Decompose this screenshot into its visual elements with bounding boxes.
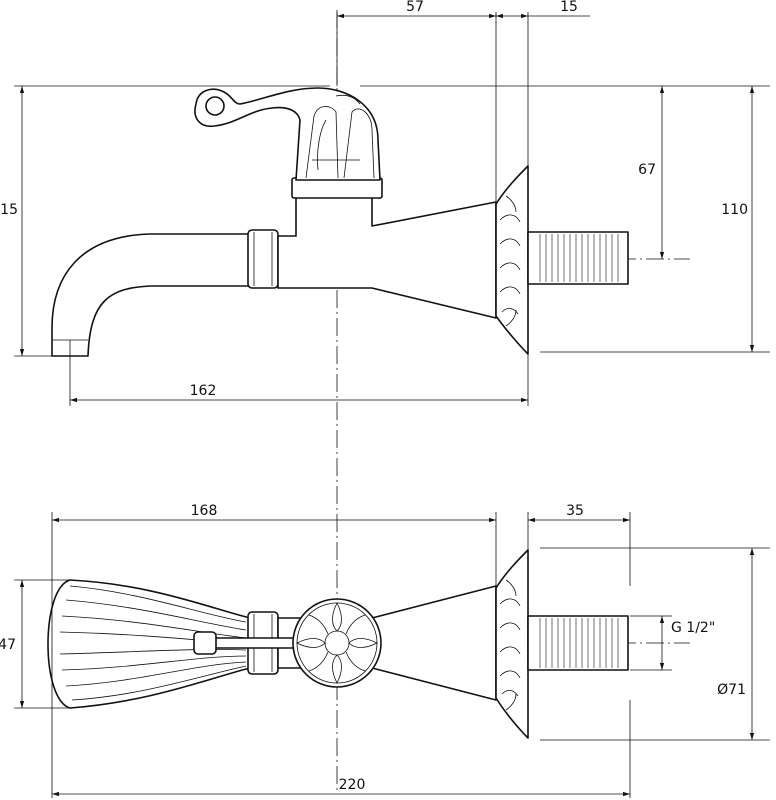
dim-67: 67 bbox=[638, 162, 656, 178]
wall-flange bbox=[495, 165, 529, 355]
tap-body bbox=[277, 195, 497, 319]
handle-lever bbox=[194, 87, 381, 181]
dim-thread-g12: G 1/2" bbox=[671, 620, 715, 636]
dim-15: 15 bbox=[560, 0, 578, 15]
spout bbox=[51, 233, 251, 357]
spout-ring bbox=[247, 229, 279, 289]
threaded-connector-plan bbox=[527, 615, 629, 671]
handle-ring bbox=[205, 96, 225, 116]
dim-57: 57 bbox=[406, 0, 424, 15]
handle-disc bbox=[292, 598, 382, 688]
handle-ring-plan bbox=[193, 631, 217, 655]
valve-cap bbox=[291, 177, 383, 199]
dim-168: 168 bbox=[191, 503, 218, 519]
wall-flange-plan bbox=[495, 549, 529, 739]
side-view: 57 15 115 67 110 162 bbox=[0, 0, 770, 406]
plan-view: 168 35 47 G 1/2" Ø71 220 bbox=[0, 503, 770, 798]
spout-plan bbox=[47, 579, 251, 709]
threaded-connector bbox=[527, 231, 629, 285]
dim-162: 162 bbox=[190, 383, 217, 399]
dim-115: 115 bbox=[0, 202, 18, 218]
dim-35: 35 bbox=[566, 503, 584, 519]
dim-dia71: Ø71 bbox=[717, 682, 746, 698]
dim-110: 110 bbox=[721, 202, 748, 218]
dim-220: 220 bbox=[339, 777, 366, 793]
dim-47: 47 bbox=[0, 637, 16, 653]
